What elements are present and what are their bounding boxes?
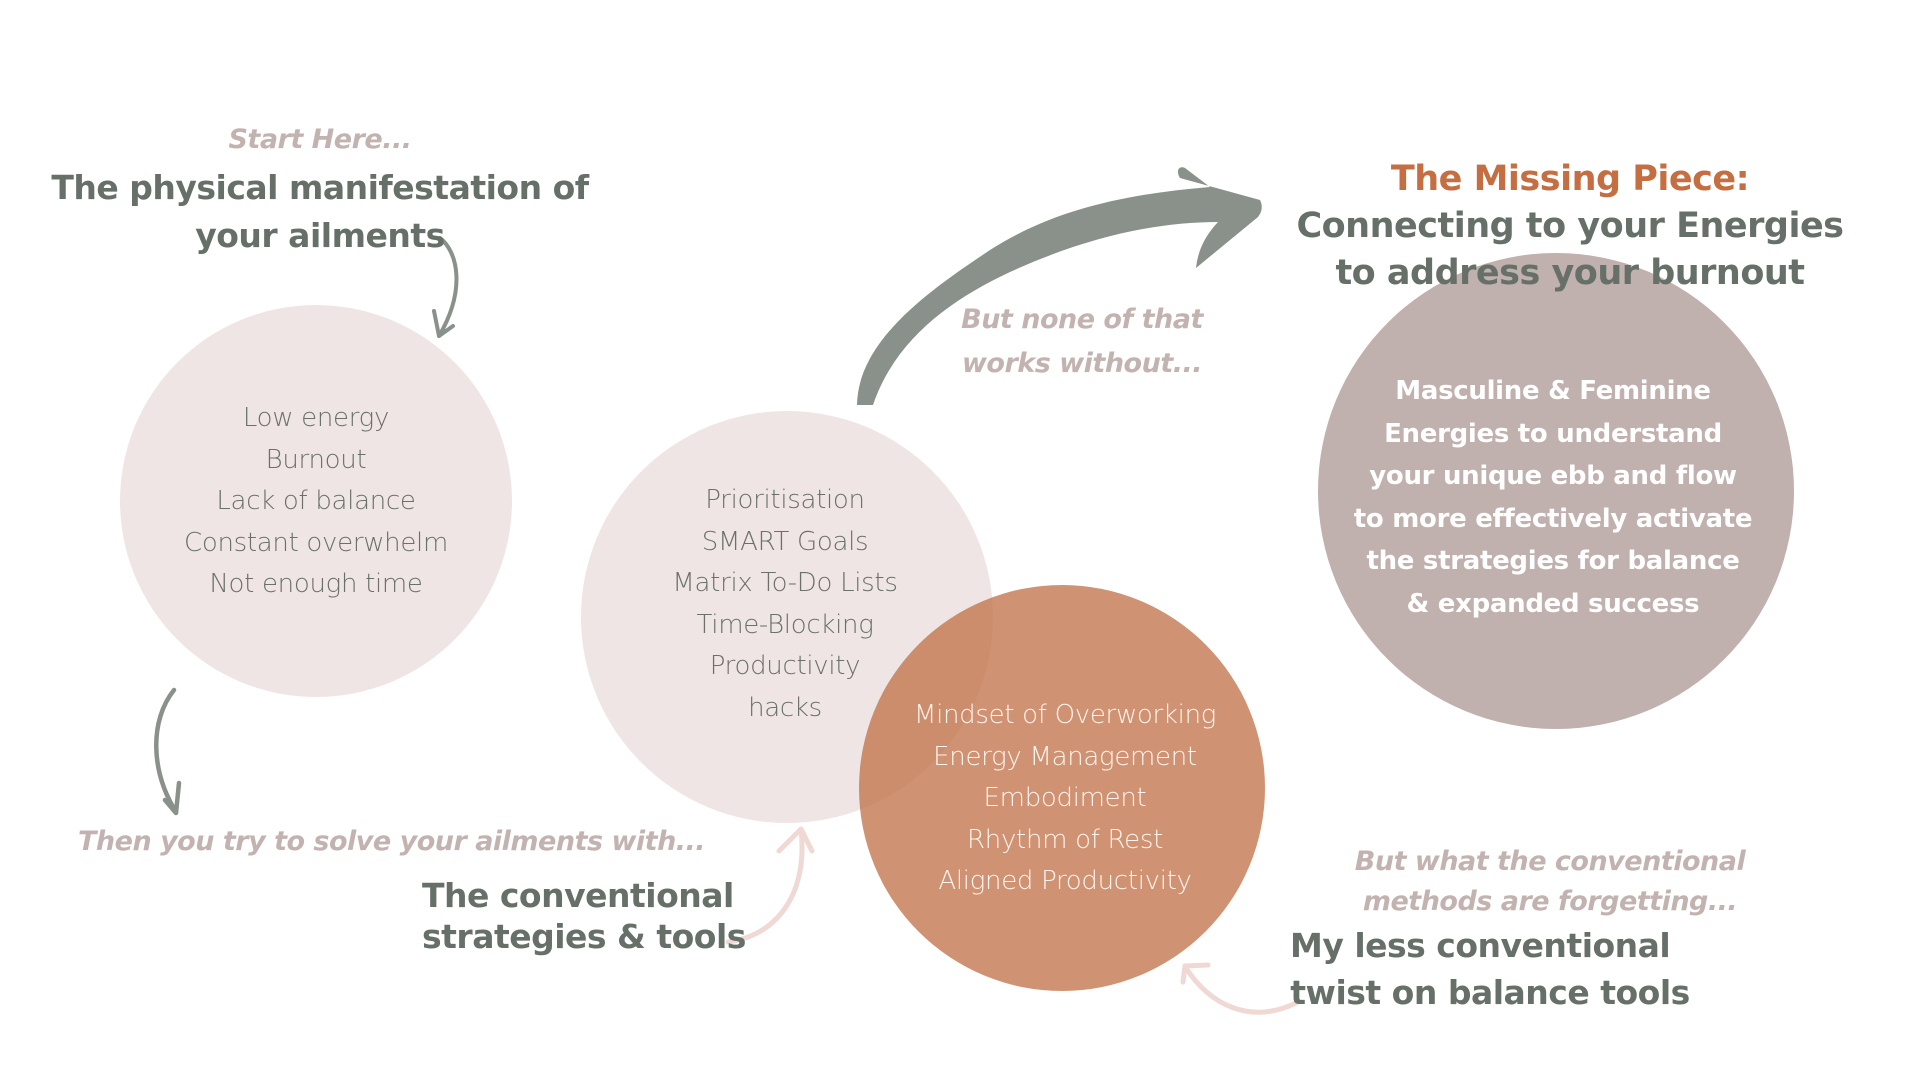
- list-item: Low energy: [242, 403, 390, 433]
- none-works-kicker: But none of that works without...: [940, 298, 1224, 386]
- conventional-heading-line-2: strategies & tools: [422, 917, 746, 956]
- large-curved-arrow-right-icon: [857, 167, 1262, 405]
- list-item: Masculine & Feminine: [1395, 376, 1711, 406]
- list-item: Mindset of Overworking: [913, 700, 1217, 730]
- forgetting-kicker: But what the conventional methods are fo…: [1340, 842, 1760, 922]
- list-item: the strategies for balance: [1366, 546, 1740, 576]
- curved-arrow-up-icon: [725, 826, 815, 945]
- list-item: Lack of balance: [216, 486, 416, 516]
- twist-heading: My less conventional twist on balance to…: [1290, 922, 1690, 1016]
- list-item: Time-Blocking: [696, 609, 874, 640]
- curved-arrow-down-icon: [154, 687, 182, 816]
- missing-piece-title: The Missing Piece:: [1390, 159, 1750, 199]
- twist-heading-line-2: twist on balance tools: [1290, 973, 1690, 1012]
- list-item: Rhythm of Rest: [967, 824, 1163, 855]
- ailments-circle: [120, 305, 512, 697]
- list-item: Not enough time: [209, 569, 423, 599]
- twist-tools-circle: [859, 585, 1265, 991]
- list-item: & expanded success: [1406, 588, 1700, 619]
- none-works-kicker-line-1: But none of that: [961, 304, 1203, 335]
- missing-piece-heading-line-2: to address your burnout: [1335, 253, 1805, 293]
- list-item: your unique ebb and flow: [1369, 461, 1737, 491]
- list-item: Embodiment: [983, 783, 1147, 813]
- list-item: to more effectively activate: [1353, 503, 1753, 534]
- forgetting-kicker-line-2: methods are forgetting...: [1362, 886, 1738, 917]
- list-item: Burnout: [265, 444, 367, 475]
- list-item: Matrix To-Do Lists: [672, 568, 898, 598]
- conventional-tools-list: Prioritisation SMART Goals Matrix To-Do …: [635, 480, 935, 729]
- energies-circle: [1318, 253, 1794, 729]
- twist-heading-line-1: My less conventional: [1290, 926, 1671, 965]
- solve-ailments-kicker: Then you try to solve your ailments with…: [78, 826, 706, 857]
- list-item: Aligned Productivity: [938, 866, 1192, 896]
- curved-arrow-down-icon: [432, 236, 459, 338]
- ailments-heading: The physical manifestation of your ailme…: [40, 164, 600, 260]
- missing-piece-heading: Connecting to your Energies to address y…: [1270, 203, 1870, 297]
- list-item: hacks: [748, 692, 822, 723]
- twist-tools-list: Mindset of Overworking Energy Management…: [900, 695, 1230, 903]
- curved-arrow-left-icon: [1180, 962, 1299, 1015]
- start-here-kicker: Start Here...: [228, 124, 412, 155]
- list-item: Productivity: [709, 651, 861, 681]
- energies-list: Masculine & Feminine Energies to underst…: [1343, 370, 1763, 625]
- list-item: SMART Goals: [701, 526, 869, 557]
- list-item: Prioritisation: [705, 485, 865, 515]
- ailments-list: Low energy Burnout Lack of balance Const…: [166, 398, 466, 606]
- ailments-heading-line-2: your ailments: [195, 216, 445, 255]
- list-item: Energy Management: [933, 741, 1197, 772]
- list-item: Constant overwhelm: [183, 527, 449, 558]
- conventional-heading-line-1: The conventional: [422, 876, 734, 915]
- conventional-heading: The conventional strategies & tools: [422, 875, 746, 957]
- ailments-heading-line-1: The physical manifestation of: [51, 168, 589, 207]
- missing-piece-heading-line-1: Connecting to your Energies: [1296, 206, 1844, 246]
- list-item: Energies to understand: [1384, 418, 1722, 449]
- forgetting-kicker-line-1: But what the conventional: [1354, 846, 1746, 877]
- none-works-kicker-line-2: works without...: [961, 348, 1203, 379]
